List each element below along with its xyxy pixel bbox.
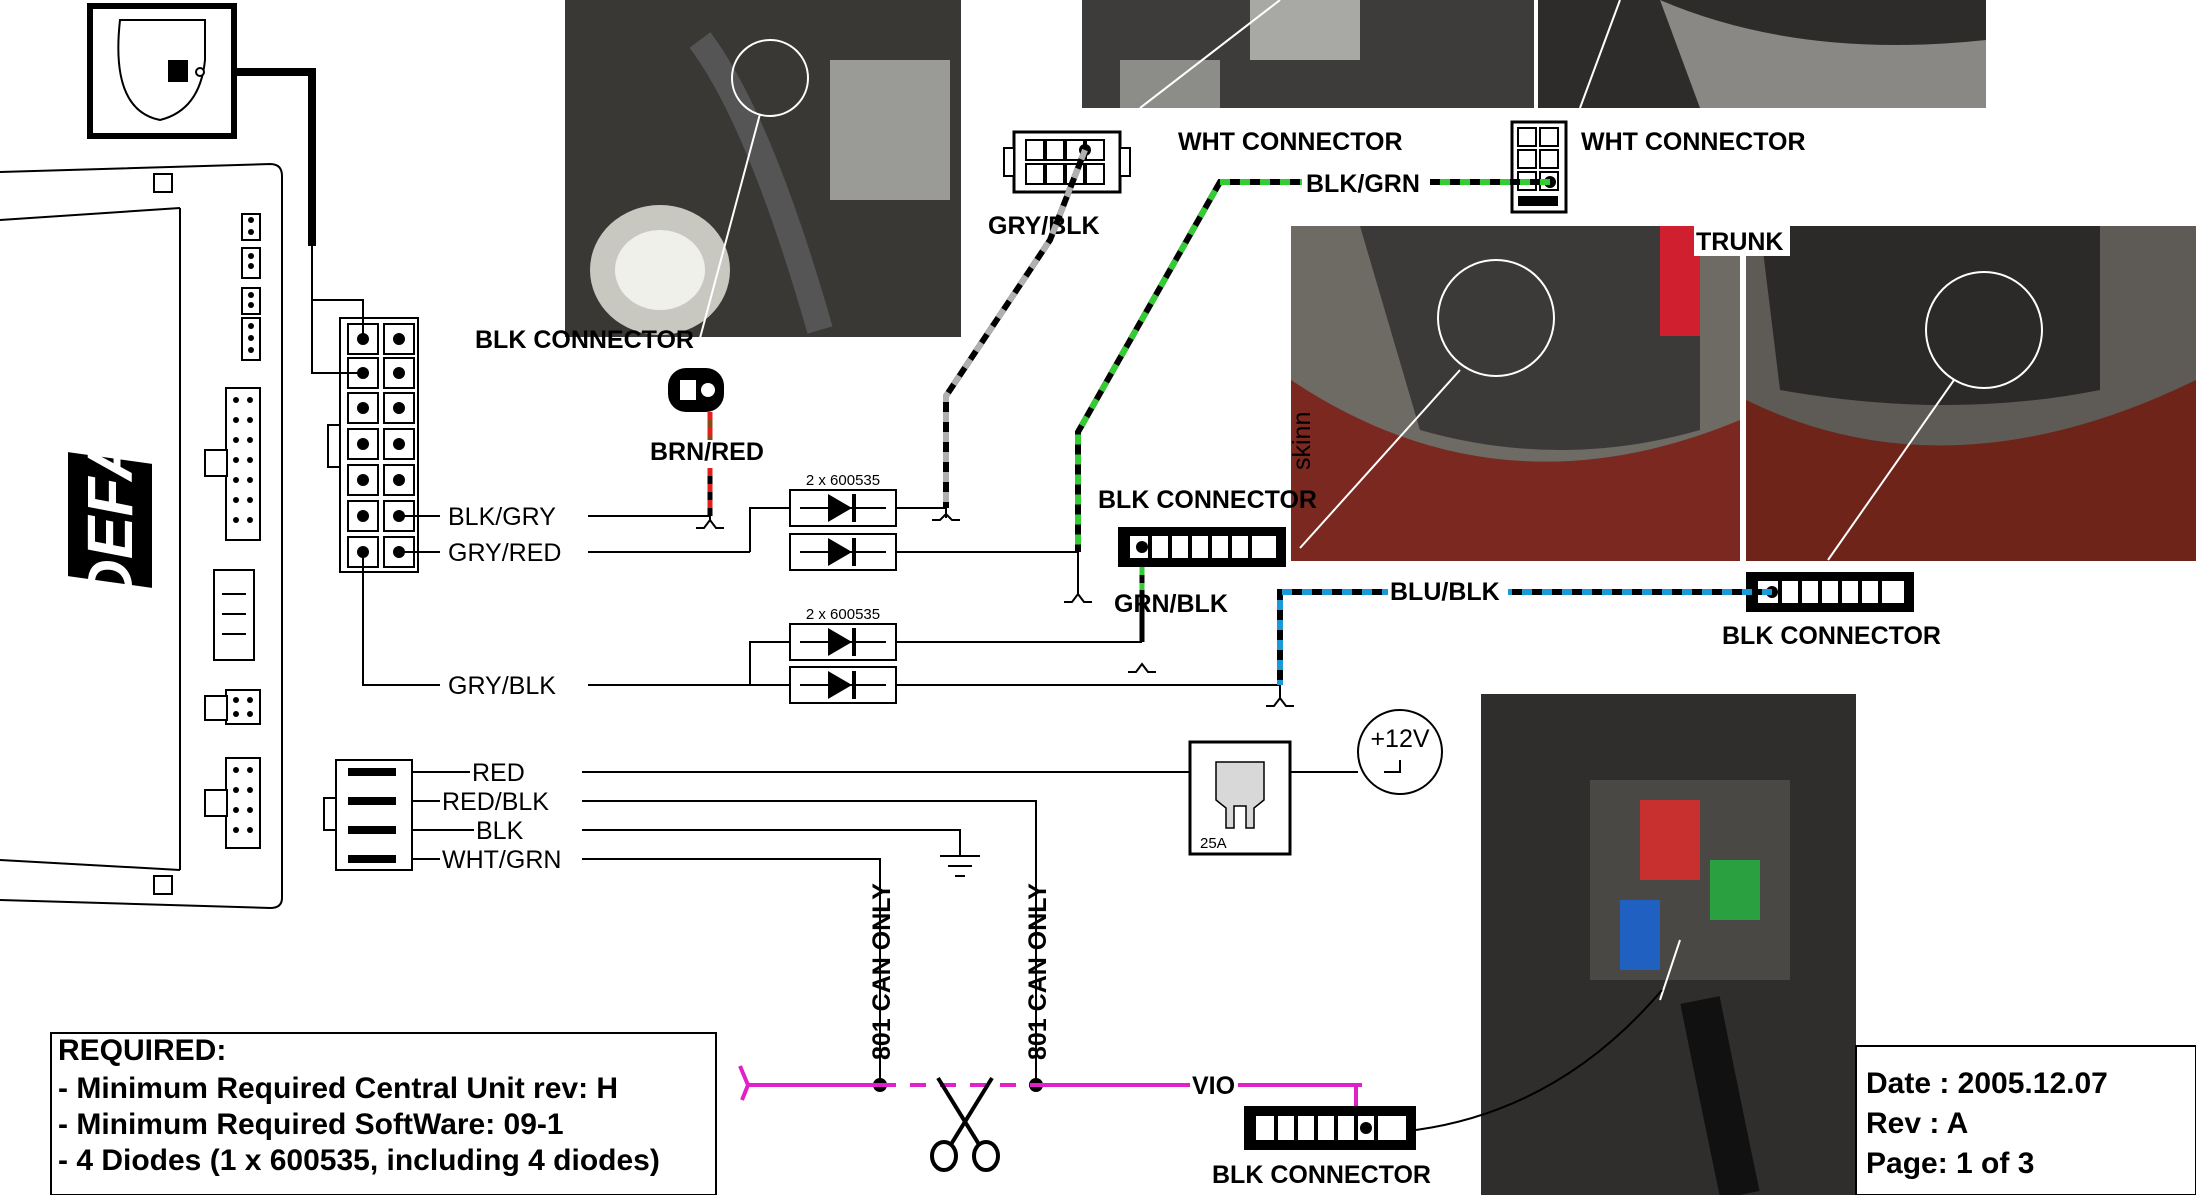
wht-connector-right-label: WHT CONNECTOR	[1581, 128, 1806, 156]
wire-label-blk-grn: BLK/GRN	[1306, 170, 1420, 198]
wire-label-gry-red: GRY/RED	[448, 539, 561, 567]
required-item-3: - 4 Diodes (1 x 600535, including 4 diod…	[58, 1144, 660, 1177]
required-item-2: - Minimum Required SoftWare: 09-1	[58, 1108, 564, 1141]
required-box: REQUIRED: - Minimum Required Central Uni…	[50, 1032, 717, 1195]
blk-connector-right-label: BLK CONNECTOR	[1722, 622, 1941, 650]
blk-connector-bottom	[1244, 1106, 1416, 1150]
diode-label-2: 2 x 600535	[806, 606, 880, 623]
scissors-icon	[930, 1076, 1000, 1172]
wire-label-blu-blk: BLU/BLK	[1390, 578, 1500, 606]
wire-label-wht-grn: WHT/GRN	[442, 846, 561, 874]
can-label-left: 801 CAN ONLY	[868, 883, 896, 1060]
power-12v-label: +12V	[1370, 725, 1429, 753]
photo-top-right	[1538, 0, 1986, 109]
blk-connector-mid	[1118, 527, 1286, 567]
photo-fusebox	[1481, 694, 1856, 1195]
blk-connector-right	[1746, 572, 1914, 612]
can-label-right: 801 CAN ONLY	[1024, 883, 1052, 1060]
wire-label-gry-blk-top: GRY/BLK	[988, 212, 1100, 240]
trunk-label: TRUNK	[1696, 228, 1784, 256]
defa-logo: DEFA	[74, 435, 146, 606]
fuse-rating: 25A	[1200, 835, 1227, 852]
blk-connector-top-label: BLK CONNECTOR	[475, 326, 694, 354]
power-connector	[323, 759, 413, 871]
photo-watermark: skinn	[1288, 412, 1316, 470]
doc-rev: Rev : A	[1866, 1107, 1968, 1140]
wire-label-grn-blk: GRN/BLK	[1114, 590, 1228, 618]
diode-pair-2: 2 x 600535	[789, 606, 897, 704]
sensor-icon	[87, 3, 237, 139]
doc-page: Page: 1 of 3	[1866, 1147, 2034, 1180]
wire-label-vio: VIO	[1192, 1072, 1235, 1100]
wht-connector-left-label: WHT CONNECTOR	[1178, 128, 1403, 156]
diode-label-1: 2 x 600535	[806, 472, 880, 489]
photo-top-left	[1082, 0, 1534, 109]
photo-trunk-right	[1746, 226, 2196, 561]
required-item-1: - Minimum Required Central Unit rev: H	[58, 1072, 618, 1105]
blk-connector-mid-label: BLK CONNECTOR	[1098, 486, 1317, 514]
fuse: 25A	[1188, 740, 1292, 856]
blk-connector-bottom-label: BLK CONNECTOR	[1212, 1161, 1431, 1189]
photo-trunk-left	[1291, 226, 1740, 561]
doc-date: Date : 2005.12.07	[1866, 1067, 2108, 1100]
wire-label-red-blk: RED/BLK	[442, 788, 549, 816]
blk-connector-top	[668, 368, 724, 412]
wire-label-gry-blk-main: GRY/BLK	[448, 672, 556, 700]
wht-connector-right	[1510, 120, 1568, 214]
photo-headlight	[565, 0, 961, 339]
power-12v-icon: +12V	[1357, 709, 1443, 795]
main-connector	[327, 317, 419, 573]
wire-label-brn-red: BRN/RED	[650, 438, 764, 466]
diode-pair-1: 2 x 600535	[789, 472, 897, 571]
wire-label-blk: BLK	[476, 817, 524, 845]
doc-info-box: Date : 2005.12.07 Rev : A Page: 1 of 3	[1855, 1045, 2196, 1195]
wire-label-red: RED	[472, 759, 525, 787]
wire-label-blk-gry: BLK/GRY	[448, 503, 556, 531]
required-title: REQUIRED:	[58, 1034, 226, 1067]
defa-central-unit: DEFA	[0, 162, 283, 910]
wht-connector-left	[1003, 130, 1131, 194]
ground-icon	[940, 855, 980, 877]
